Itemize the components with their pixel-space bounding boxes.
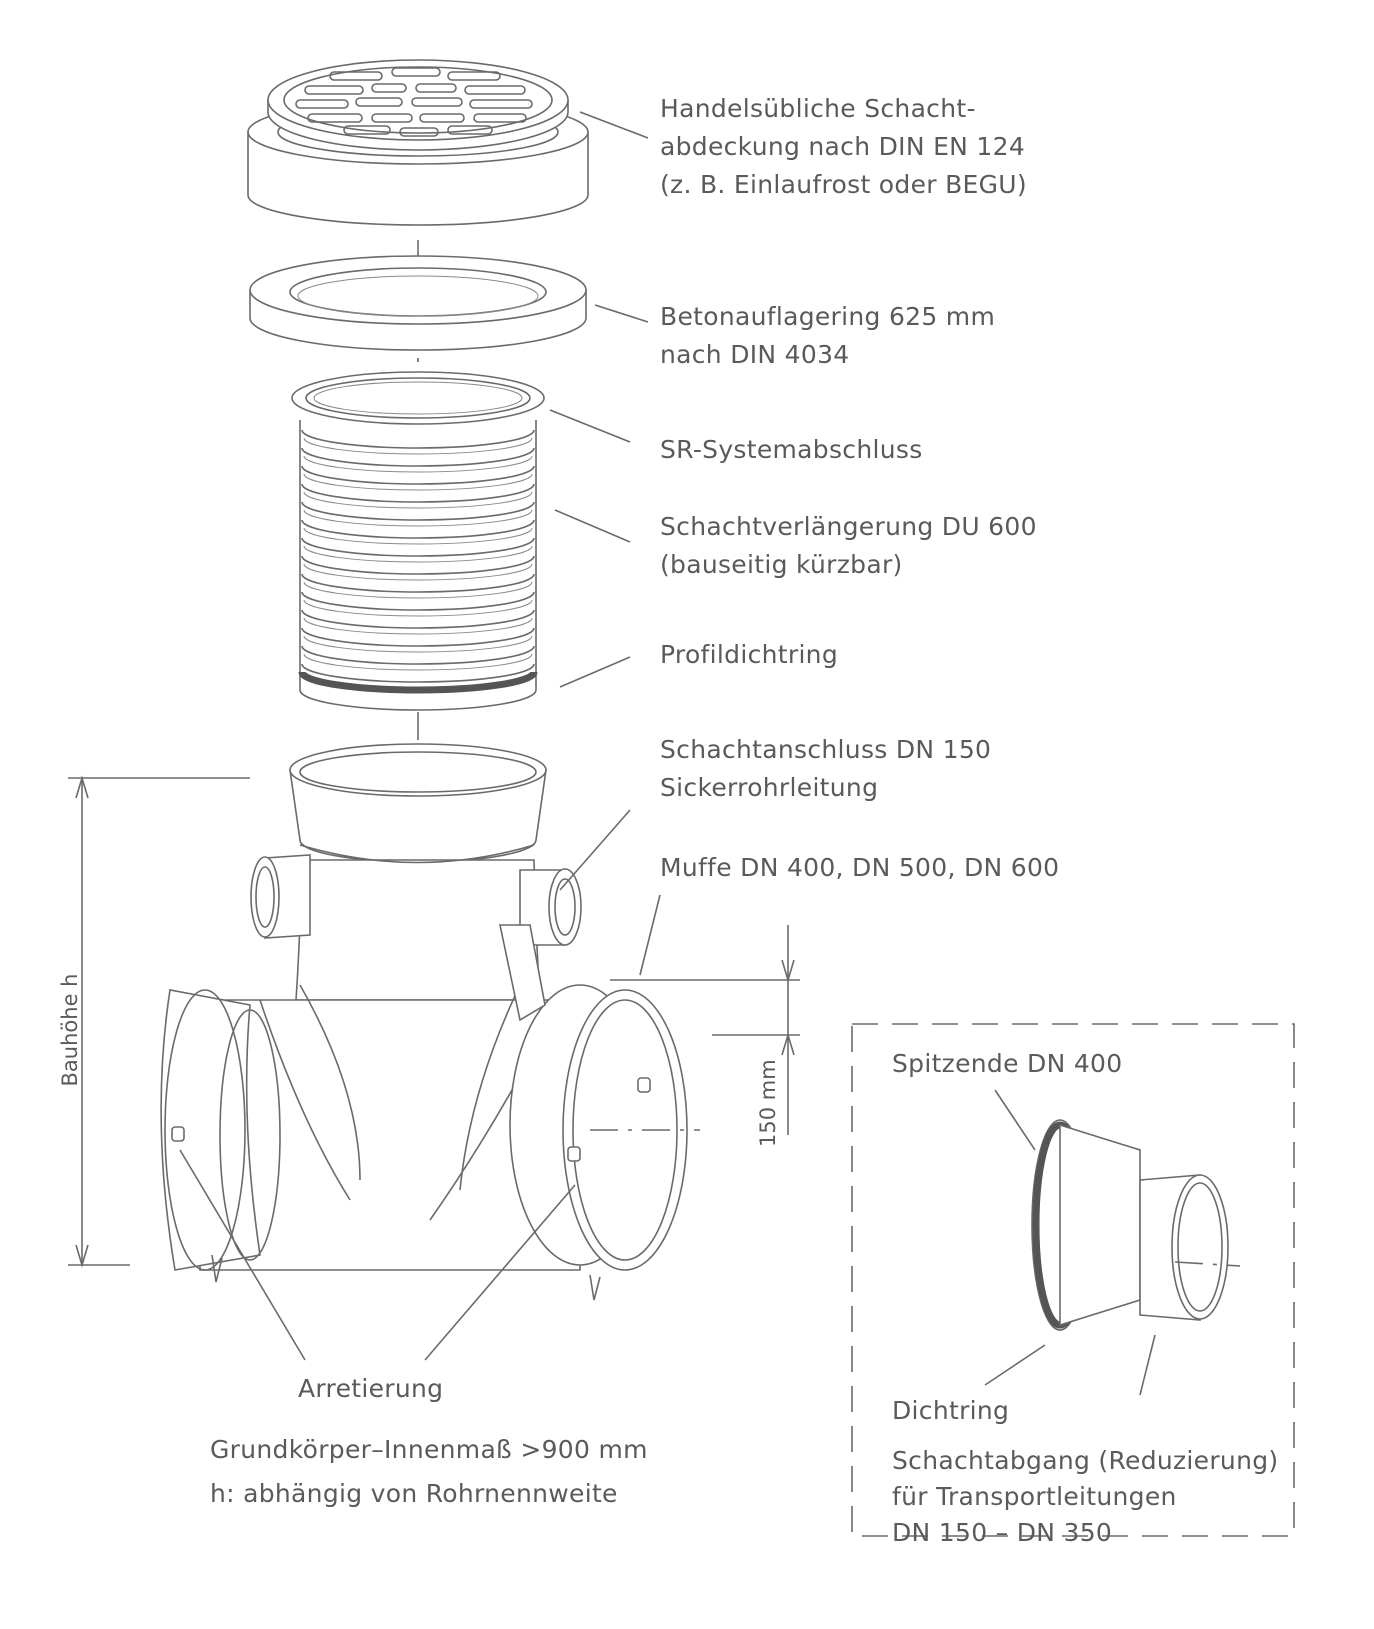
label-spigot: Spitzende DN 400	[892, 1049, 1123, 1078]
concrete-ring	[249, 255, 587, 351]
dimension-bauhoehe	[68, 775, 250, 1268]
dimension-150mm	[610, 925, 800, 1135]
label-reducer: Schachtabgang (Reduzierung)für Transport…	[892, 1446, 1279, 1547]
base-body	[160, 743, 700, 1301]
grate-cover	[247, 59, 589, 226]
label-cover: Handelsübliche Schacht-abdeckung nach DI…	[660, 94, 1027, 199]
label-locking: Arretierung	[298, 1374, 444, 1403]
label-system-end: SR-Systemabschluss	[660, 435, 923, 464]
label-profile-seal: Profildichtring	[660, 640, 838, 669]
label-seal: Dichtring	[892, 1396, 1010, 1425]
shaft-extension	[291, 371, 545, 711]
label-socket: Muffe DN 400, DN 500, DN 600	[660, 853, 1060, 882]
spigot-reducer	[1031, 1119, 1241, 1331]
leader-lines	[179, 111, 1156, 1396]
inset-frame	[851, 1023, 1295, 1537]
label-extension: Schachtverlängerung DU 600(bauseitig kür…	[660, 512, 1037, 579]
label-build-height: Bauhöhe h	[58, 973, 82, 1087]
label-150mm: 150 mm	[756, 1059, 780, 1147]
